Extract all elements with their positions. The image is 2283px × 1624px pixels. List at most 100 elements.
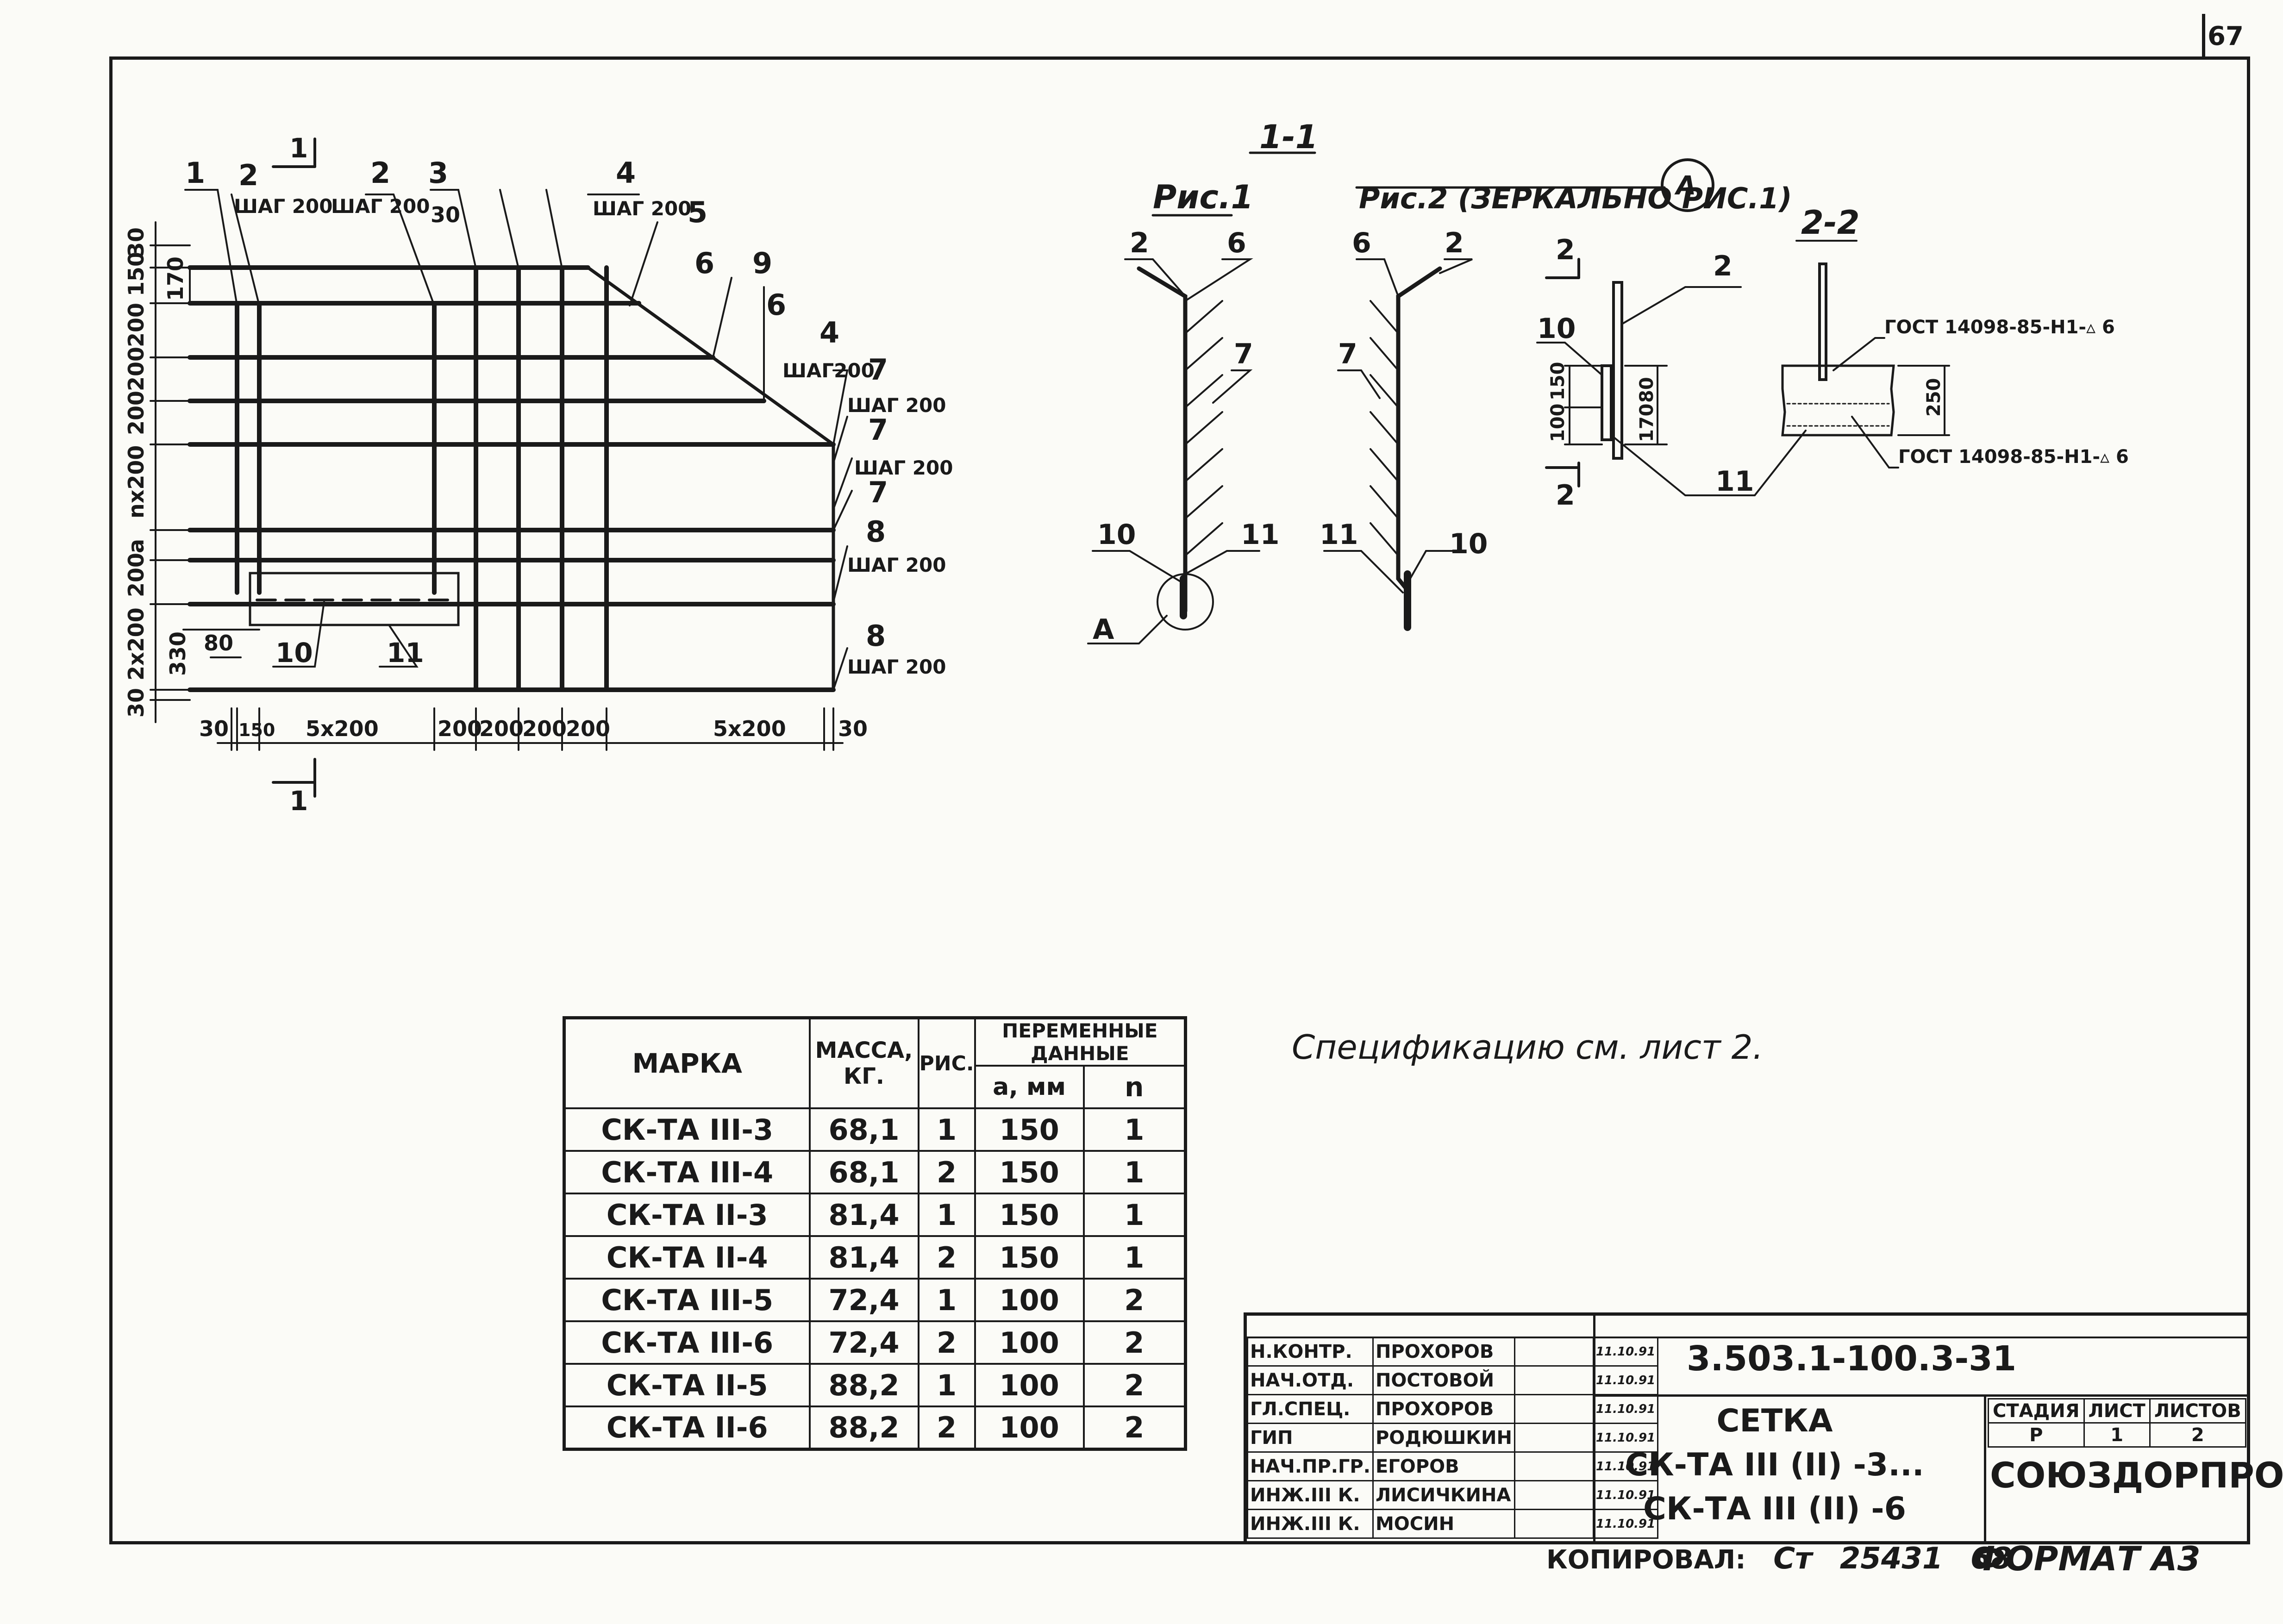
dimension-label: 30: [431, 202, 460, 227]
position-label: 5: [688, 195, 707, 229]
callout-a-circle: [1661, 158, 1714, 212]
fig2-position: 7: [1338, 338, 1357, 370]
cell-mark: СК-ТА III-3: [563, 1107, 811, 1152]
dimension-label: 30: [199, 716, 229, 741]
signature-table: Н.КОНТР. ПРОХОРОВ 11.10.91 НАЧ.ОТД. ПОСТ…: [1247, 1337, 1659, 1539]
callout-a-label: A: [1674, 171, 1696, 201]
position-label: 2: [238, 158, 258, 192]
sheets-value: 2: [2149, 1422, 2246, 1448]
cell-fig: 1: [917, 1363, 976, 1407]
signature-date: 11.10.91: [1592, 1480, 1659, 1510]
dimension-label: 330: [165, 631, 190, 676]
dimension-label: 200: [124, 303, 149, 347]
cell-a: 150: [974, 1107, 1085, 1152]
cell-fig: 1: [917, 1193, 976, 1237]
dimension-label: 200: [124, 553, 149, 597]
step-label: ШАГ 200: [854, 456, 953, 479]
section22-position: 11: [1715, 465, 1754, 498]
format-label: ФОРМАТ А3: [1972, 1539, 2201, 1578]
step-label: ШАГ 200: [593, 197, 691, 220]
table-row: СК-ТА III-4 68,1 2 150 1: [563, 1150, 1187, 1194]
signature-row: ГЛ.СПЕЦ. ПРОХОРОВ 11.10.91: [1247, 1394, 1659, 1424]
section-mark-2: 2: [1556, 234, 1575, 266]
copy-page: 68: [1970, 1542, 2012, 1576]
signature-row: НАЧ.ПР.ГР. ЕГОРОВ 11.10.91: [1247, 1451, 1659, 1481]
fig1-position: 2: [1130, 227, 1149, 259]
position-label: 10: [275, 637, 313, 668]
dimension-label: 150: [1547, 362, 1569, 401]
sheets-header: ЛИСТОВ: [2149, 1398, 2246, 1424]
cell-mark: СК-ТА III-6: [563, 1320, 811, 1365]
table-row: СК-ТА III-3 68,1 1 150 1: [563, 1107, 1187, 1152]
fig1-title: Рис.1: [1153, 178, 1253, 216]
dimension-label: 150: [238, 720, 275, 740]
copy-number: 25431: [1839, 1542, 1943, 1576]
stamp-divider: [1984, 1394, 1986, 1541]
element-10-frame: [249, 572, 460, 626]
cell-a: 150: [974, 1235, 1085, 1280]
signature-row: ГИП РОДЮШКИН 11.10.91: [1247, 1423, 1659, 1453]
section-mark-2: 2: [1556, 479, 1575, 512]
cell-fig: 2: [917, 1235, 976, 1280]
cell-mark: СК-ТА III-5: [563, 1278, 811, 1322]
cell-fig: 2: [917, 1320, 976, 1365]
signature-role: Н.КОНТР.: [1247, 1337, 1374, 1367]
cell-n: 2: [1082, 1405, 1187, 1450]
stage-table: СТАДИЯ ЛИСТ ЛИСТОВ Р 1 2: [1988, 1398, 2246, 1448]
stage-header: СТАДИЯ: [1988, 1398, 2085, 1424]
cell-n: 2: [1082, 1320, 1187, 1365]
section22-title: 2-2: [1801, 204, 1859, 242]
signature-row: ИНЖ.III К. ЛИСИЧКИНА 11.10.91: [1247, 1480, 1659, 1510]
copied-label: КОПИРОВАЛ:: [1546, 1545, 1746, 1575]
dimension-label: 80: [204, 631, 233, 656]
signature-row: Н.КОНТР. ПРОХОРОВ 11.10.91: [1247, 1337, 1659, 1367]
dimension-label: 100: [1547, 404, 1569, 443]
cell-mass: 72,4: [808, 1278, 919, 1322]
gost-label: ГОСТ 14098-85-Н1-▵ 6: [1898, 446, 2129, 468]
dimension-label: 30: [124, 688, 149, 718]
cell-n: 2: [1082, 1278, 1187, 1322]
step-label: ШАГ 200: [847, 554, 946, 576]
mesh-horizontal-bars: [188, 265, 836, 692]
position-label: 2: [370, 156, 390, 190]
header-a: a, мм: [974, 1065, 1085, 1109]
step-label: ШАГ 200: [331, 195, 430, 218]
signature-name: ПОСТОВОЙ: [1372, 1365, 1515, 1395]
dimension-label: 250: [1923, 378, 1945, 417]
bottom-dimension-lines: [217, 707, 844, 751]
stamp-divider: [1593, 1316, 1595, 1541]
signature-role: ГИП: [1247, 1423, 1374, 1453]
cell-a: 100: [974, 1363, 1085, 1407]
dimension-label: 200: [438, 716, 482, 741]
dimension-label: nx200: [124, 445, 149, 518]
signature-image: [1514, 1423, 1594, 1453]
signature-image: [1514, 1337, 1594, 1367]
cell-fig: 2: [917, 1150, 976, 1194]
sheet-header: ЛИСТ: [2083, 1398, 2151, 1424]
step-label: ШАГ 200: [234, 195, 332, 218]
signature-role: НАЧ.ПР.ГР.: [1247, 1451, 1374, 1481]
title-line: СК-ТА III (II) -6: [1643, 1491, 1906, 1527]
drawing-frame: [109, 56, 2250, 1544]
position-label: 6: [766, 288, 786, 322]
cell-mark: СК-ТА II-5: [563, 1363, 811, 1407]
cell-a: 100: [974, 1320, 1085, 1365]
mesh-vertical-bars: [235, 265, 609, 692]
step-label: ШАГ200: [782, 359, 875, 382]
header-mass: МАССА, КГ.: [808, 1017, 919, 1109]
signature-date: 11.10.91: [1592, 1365, 1659, 1395]
leader-lines: [184, 189, 853, 691]
section-mark: 1: [289, 785, 308, 817]
cell-fig: 1: [917, 1278, 976, 1322]
cell-fig: 2: [917, 1405, 976, 1450]
position-label: 4: [616, 156, 636, 190]
cell-n: 1: [1082, 1235, 1187, 1280]
page-number-box: [2202, 14, 2247, 60]
mesh-contour: [586, 266, 835, 692]
cell-mass: 68,1: [808, 1150, 919, 1194]
dimension-label: 200: [124, 391, 149, 435]
section22-position: 10: [1537, 312, 1576, 345]
signature-image: [1514, 1451, 1594, 1481]
signature-role: ГЛ.СПЕЦ.: [1247, 1394, 1374, 1424]
